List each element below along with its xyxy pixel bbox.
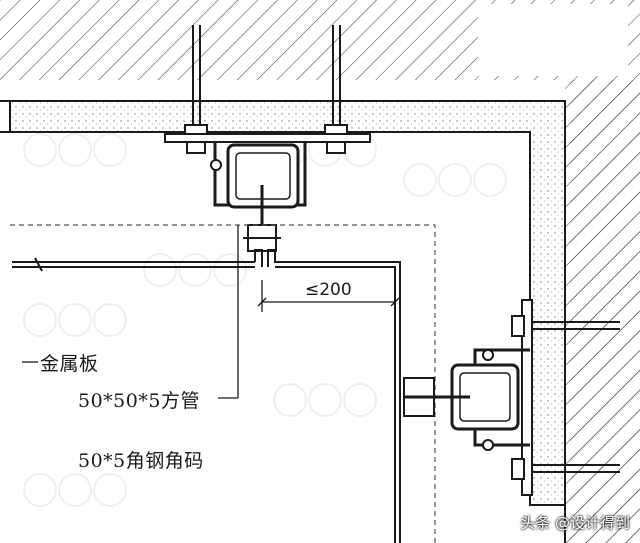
metal-panel-horizontal — [12, 249, 401, 543]
right-base-plate — [521, 299, 533, 496]
source-watermark: 头条 @设计得到 — [520, 514, 630, 532]
hatched-structure-right — [565, 80, 640, 543]
label-square-tube: 50*50*5方管 — [78, 390, 200, 412]
blank-area — [478, 4, 628, 76]
top-base-plate — [164, 133, 371, 143]
dashed-reference-line — [10, 224, 436, 543]
background-logo-watermark — [23, 133, 507, 507]
anchor-bolts-right — [511, 315, 620, 480]
right-bracket-assembly — [403, 299, 533, 496]
dimension-label: ≤200 — [305, 280, 352, 300]
leader-lines — [22, 225, 239, 399]
label-angle-bracket: 50*5角钢角码 — [78, 450, 204, 472]
label-metal-panel: 金属板 — [40, 353, 99, 375]
dimension-line — [257, 280, 400, 312]
